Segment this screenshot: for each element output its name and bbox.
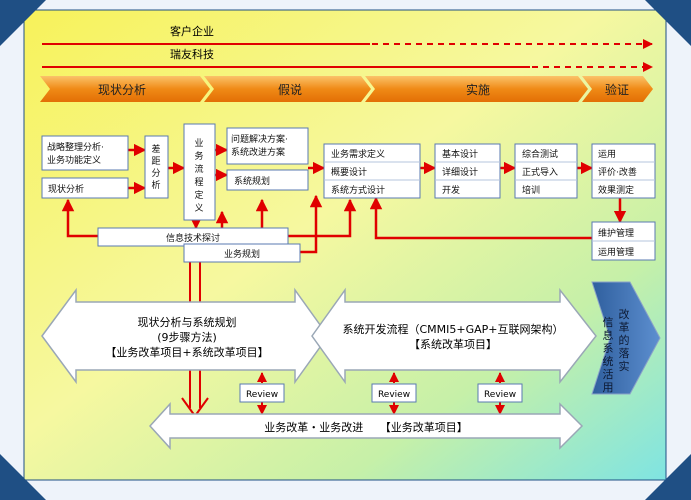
business-plan-box [183,243,301,263]
operation-box [591,143,656,199]
requirement-line: 业务需求定义 [331,148,385,160]
review-label: Review [484,390,516,400]
maintenance-line: 维护管理 [598,227,634,239]
side-char: 息 [603,328,614,342]
side-char: 改 [619,307,630,321]
phase-chevron [40,76,210,102]
review-box [239,383,285,403]
bizflow-char: 务 [194,150,203,162]
solution-box [226,127,309,165]
side-char: 实 [619,359,630,373]
gap-char: 分 [151,168,160,179]
bizflow-char: 流 [194,163,203,175]
left-arrow-line: (9步骤方法) [157,330,217,344]
corner-decoration [645,454,691,500]
side-char: 统 [603,355,614,368]
corner-decoration [0,0,46,46]
side-char: 落 [619,347,630,360]
phase-chevron [365,76,588,102]
side-char: 用 [603,381,614,394]
basic-design-line: 基本设计 [442,148,478,160]
info-tech-label: 信息技术探讨 [166,232,220,244]
gap-analysis-box [144,135,169,199]
review-label: Review [378,390,410,400]
phase-chevron [204,76,371,102]
operation-line: 效果测定 [598,184,634,196]
requirement-box [323,143,421,199]
side-char: 系 [603,342,614,355]
business-reform-arrow [148,402,584,450]
maintenance-line: 运用管理 [598,246,634,258]
mid-arrow-line: 【系统改革项目】 [409,337,497,351]
phase-label: 现状分析 [98,83,146,97]
bottom-bar-label: 业务改革・业务改进 【业务改革项目】 [264,420,468,434]
phase-label: 验证 [605,82,629,97]
review-label: Review [246,390,278,400]
bizflow-char: 业 [194,138,203,149]
requirement-line: 概要设计 [331,166,367,178]
development-phase-arrow [311,287,597,385]
review-box [371,383,417,403]
implementation-side-arrow [591,281,661,395]
phase-chevron [582,76,653,102]
bizflow-char: 义 [194,203,203,214]
current-analysis-label: 现状分析 [48,183,84,195]
strategy-line: 战略整理分析· [47,141,104,153]
requirement-line: 系统方式设计 [331,184,385,196]
phase-label: 假说 [278,82,302,97]
phase-label: 实施 [466,82,490,97]
operation-line: 运用 [598,149,616,160]
gap-char: 距 [151,156,160,167]
bizflow-char: 定 [194,189,203,201]
corner-decoration [645,0,691,46]
test-line: 培训 [522,184,540,196]
solution-line: 问题解决方案· [231,133,288,145]
side-char: 革 [619,320,630,334]
integration-test-box [514,143,578,199]
corner-decoration [0,454,46,500]
client-label: 客户企业 [170,24,214,38]
side-char: 的 [619,333,630,347]
gap-char: 差 [151,143,160,155]
strategy-box [41,135,129,171]
system-plan-box [226,169,309,191]
system-plan-label: 系统规划 [234,175,270,187]
operation-line: 评价·改善 [598,166,637,178]
side-char: 活 [603,368,614,381]
current-analysis-box [41,177,129,199]
mid-arrow-line: 系统开发流程（CMMI5+GAP+互联网架构） [342,322,563,336]
test-line: 正式导入 [522,166,558,178]
vendor-label: 瑞友科技 [170,47,214,61]
basic-design-line: 开发 [442,184,460,196]
basic-design-line: 详细设计 [442,166,478,178]
review-box [477,383,523,403]
solution-line: 系统改进方案 [231,146,285,158]
left-arrow-line: 现状分析与系统规划 [138,315,237,329]
business-flow-box [183,123,216,221]
left-arrow-line: 【业务改革项目+系统改革项目】 [105,345,268,359]
business-plan-label: 业务规划 [224,248,260,260]
gap-char: 析 [151,179,160,191]
strategy-line: 业务功能定义 [47,154,101,166]
basic-design-box [434,143,501,199]
side-char: 信 [603,316,614,329]
bizflow-char: 程 [194,177,203,188]
test-line: 综合测试 [522,148,558,160]
